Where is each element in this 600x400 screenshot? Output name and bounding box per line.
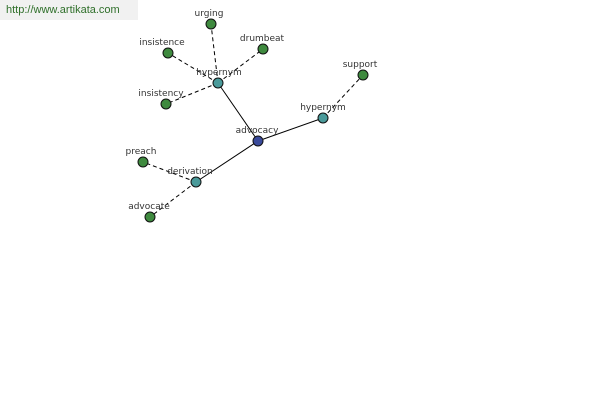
- node-relation-hypernym-2[interactable]: [317, 112, 329, 124]
- label-word-preach: preach: [126, 147, 157, 157]
- node-word-insistence[interactable]: [162, 47, 174, 59]
- node-relation-derivation[interactable]: [190, 176, 202, 188]
- edge-center-hypernym-2: [257, 117, 324, 142]
- edge-hypernym-urging: [210, 23, 219, 84]
- node-word-support[interactable]: [357, 69, 369, 81]
- node-word-urging[interactable]: [205, 18, 217, 30]
- edge-center-hypernym-1: [217, 82, 259, 142]
- node-center-advocacy[interactable]: [252, 135, 264, 147]
- label-word-insistency: insistency: [138, 89, 184, 99]
- label-relation-derivation: derivation: [167, 167, 213, 177]
- label-word-drumbeat: drumbeat: [240, 34, 285, 44]
- label-relation-hypernym-1: hypernym: [196, 68, 242, 78]
- nodes-layer: advocacy hypernym urging drumbeat insist…: [126, 9, 378, 223]
- label-relation-hypernym-2: hypernym: [300, 103, 346, 113]
- label-center-advocacy: advocacy: [236, 126, 279, 136]
- node-word-drumbeat[interactable]: [257, 43, 269, 55]
- label-word-urging: urging: [195, 9, 224, 19]
- node-relation-hypernym-1[interactable]: [212, 77, 224, 89]
- label-word-advocate: advocate: [128, 202, 170, 212]
- edge-hypernym-insistence: [167, 52, 219, 84]
- artikata-url: http://www.artikata.com: [0, 0, 138, 20]
- edge-derivation-preach: [142, 161, 197, 183]
- label-word-support: support: [343, 60, 378, 70]
- node-word-insistency[interactable]: [160, 98, 172, 110]
- edge-hypernym-drumbeat: [217, 48, 264, 84]
- label-word-insistence: insistence: [139, 38, 185, 48]
- edge-center-derivation: [195, 140, 259, 183]
- edges-layer: [142, 23, 364, 218]
- edge-derivation-advocate: [149, 181, 197, 218]
- node-word-advocate[interactable]: [144, 211, 156, 223]
- edge-hypernym-insistency: [165, 82, 219, 105]
- node-word-preach[interactable]: [137, 156, 149, 168]
- edge-hypernym-support: [322, 74, 364, 119]
